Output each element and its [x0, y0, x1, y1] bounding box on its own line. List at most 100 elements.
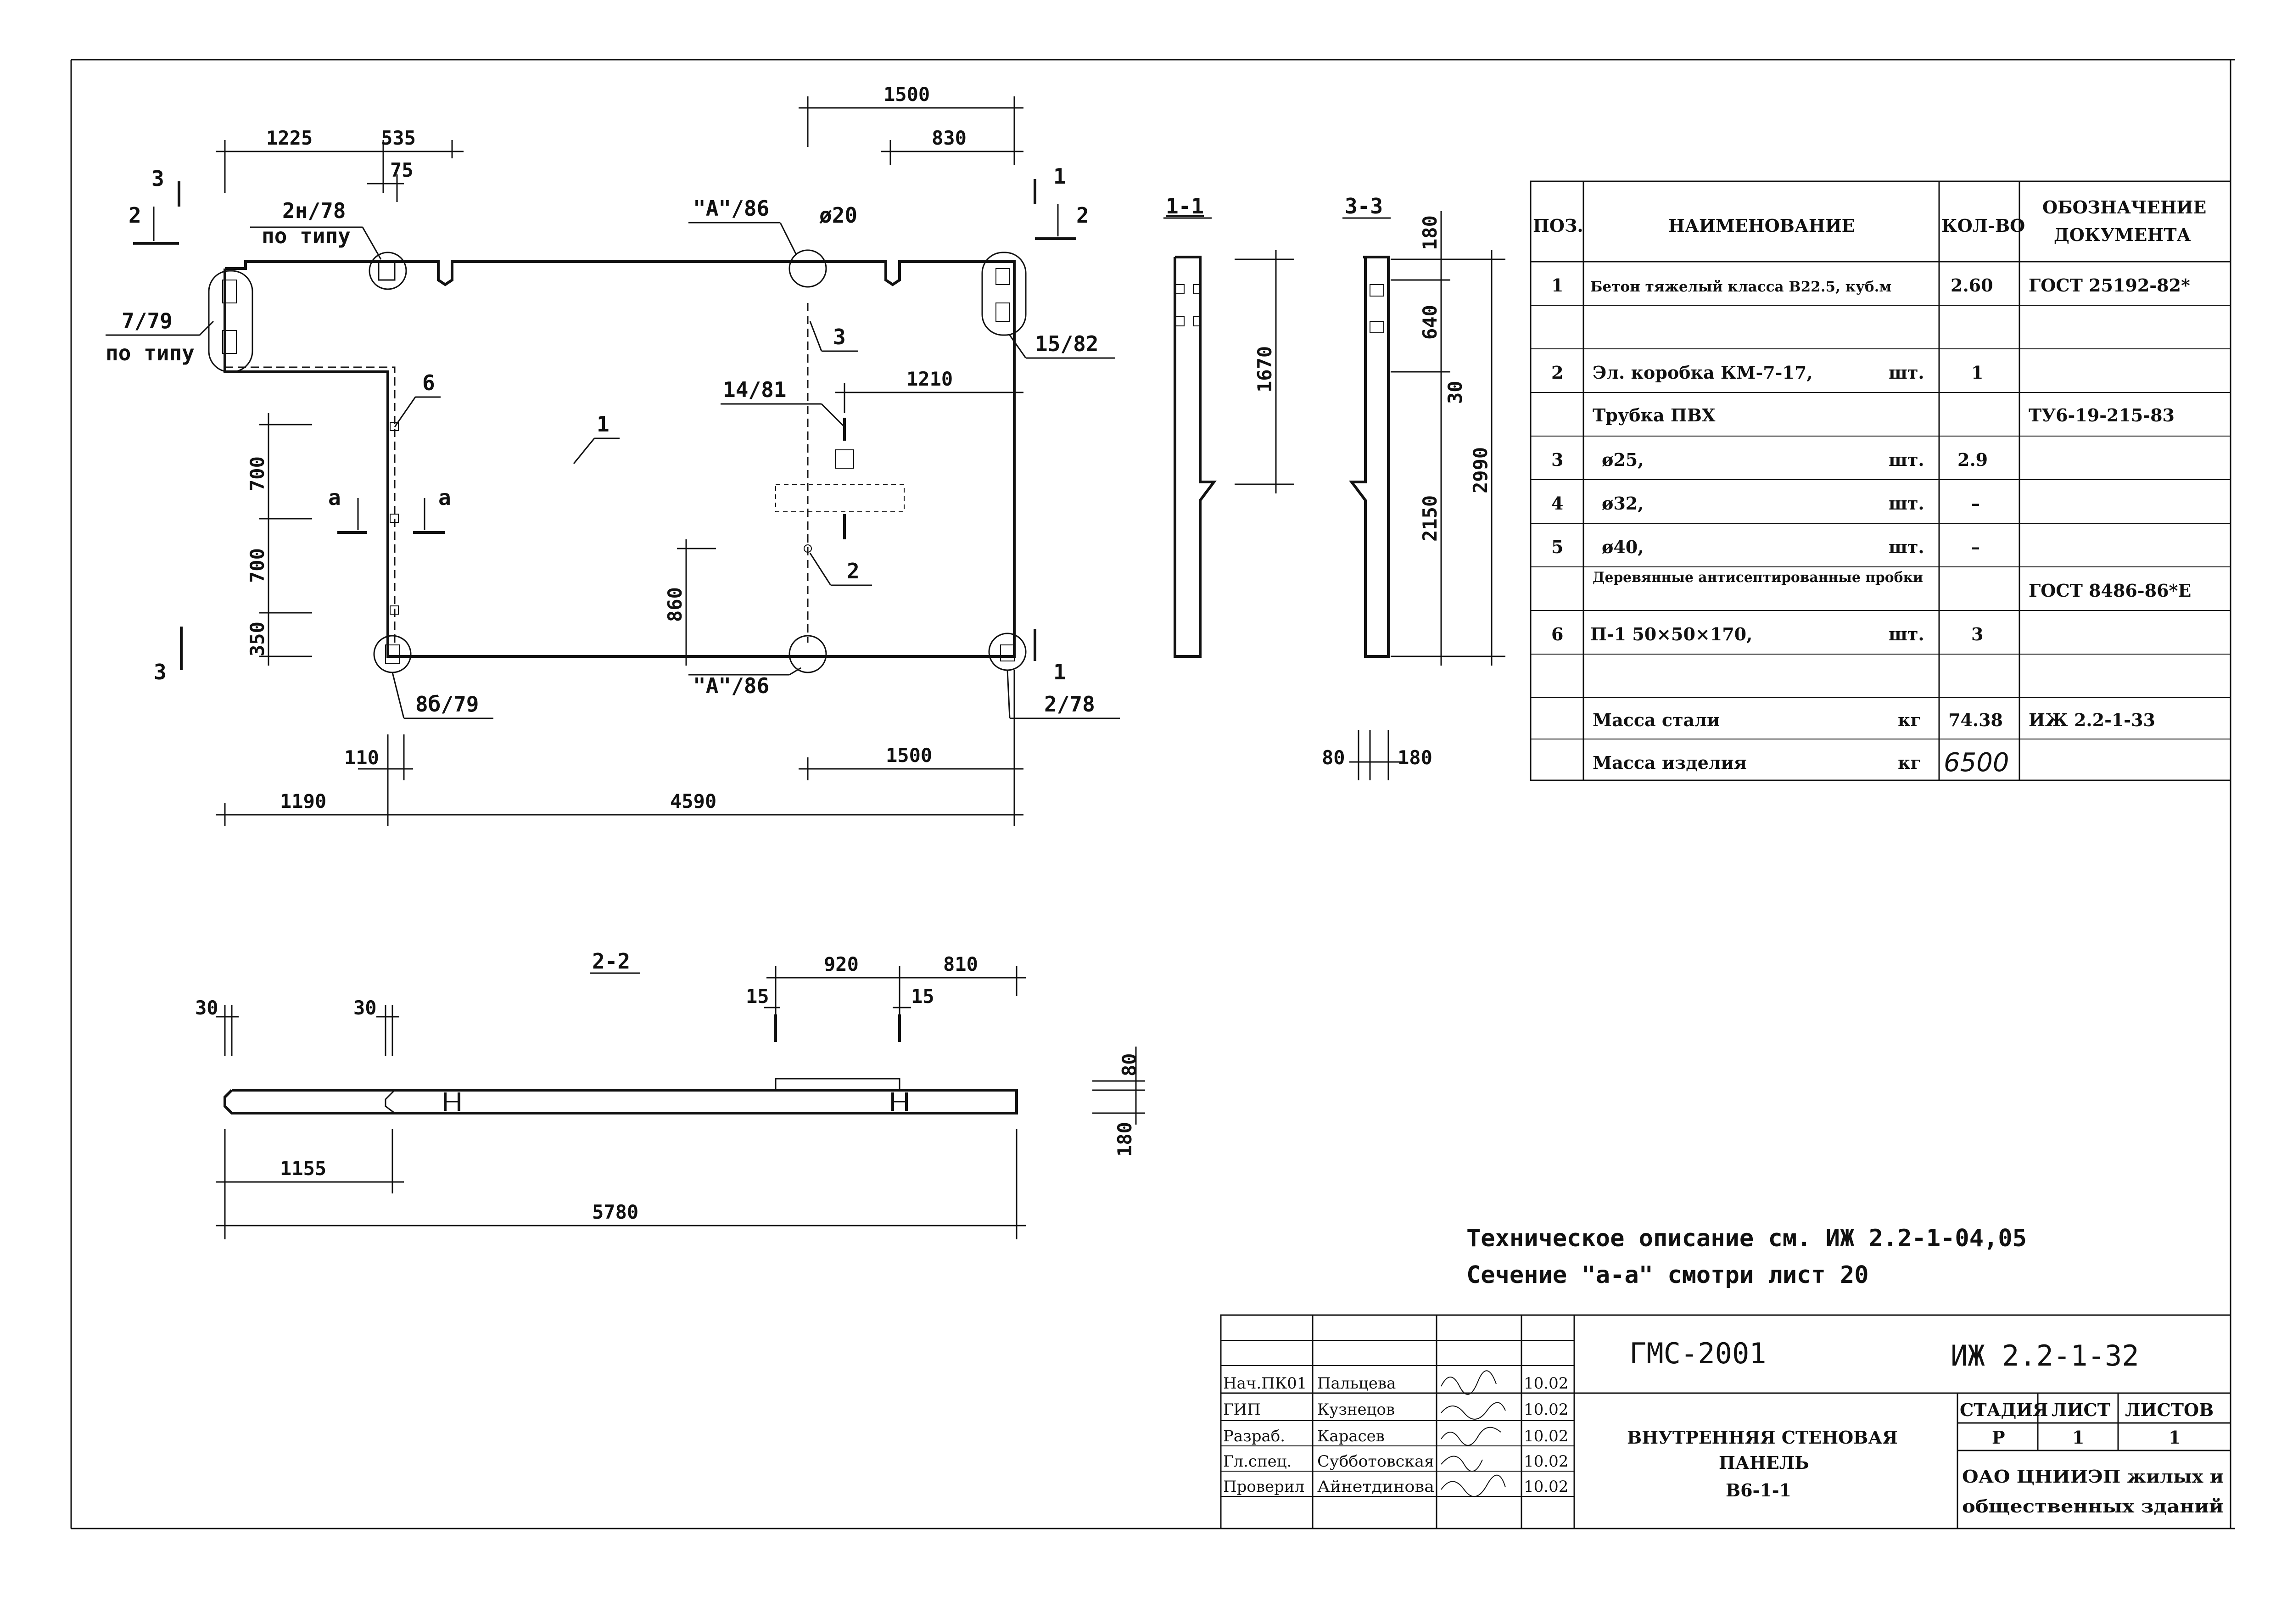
signature-mark: [1441, 1427, 1501, 1446]
row7-doc: ГОСТ 8486-86*Е: [2029, 580, 2191, 601]
signer0-role: Нач.ПК01: [1223, 1374, 1307, 1393]
signer3-date: 10.02: [1524, 1452, 1568, 1471]
row7-name: Деревянные антисептированные пробки: [1593, 569, 1923, 586]
dim-5780: 5780: [592, 1201, 638, 1223]
callout-3: 3: [833, 325, 846, 349]
dim-1500-bot: 1500: [886, 744, 932, 767]
callout-A86-top: "A"/86: [693, 196, 769, 221]
row5-name: ø32,: [1602, 493, 1644, 514]
dim-2-2-30a: 30: [195, 997, 218, 1019]
section-mark-2-left: 2: [129, 203, 141, 228]
row10-unit: кг: [1898, 710, 1921, 730]
dim-2-2-30b: 30: [353, 997, 377, 1019]
section-mark-3-top: 3: [151, 166, 164, 191]
row8-qty: 3: [1971, 624, 1983, 644]
dim-830: 830: [932, 127, 967, 149]
signer3-role: Гл.спец.: [1223, 1452, 1292, 1471]
dim-1500-top: 1500: [883, 83, 930, 106]
row5-unit: шт.: [1889, 493, 1924, 514]
dim-1155: 1155: [280, 1157, 326, 1180]
dim-535: 535: [381, 127, 416, 149]
note-line-2: Сечение "а-а" смотри лист 20: [1466, 1261, 1869, 1289]
row8-unit: шт.: [1889, 624, 1924, 644]
row11-name: Масса изделия: [1593, 752, 1747, 773]
signer2-role: Разраб.: [1223, 1427, 1285, 1445]
signer1-role: ГИП: [1223, 1400, 1261, 1419]
dim-860: 860: [664, 587, 686, 622]
dim-1210: 1210: [906, 368, 953, 390]
row3-doc: ТУ6-19-215-83: [2029, 405, 2175, 426]
dim-2150: 2150: [1419, 495, 1441, 542]
th-name: НАИМЕНОВАНИЕ: [1668, 215, 1855, 236]
row6-qty: –: [1971, 537, 1980, 557]
signer2-date: 10.02: [1524, 1427, 1568, 1445]
section-3-3: 3-3 180 640 30 2150 2990 80 180: [1322, 194, 1505, 780]
dim-3-3-180b: 180: [1398, 746, 1432, 769]
row6-unit: шт.: [1889, 537, 1924, 557]
signer4-name: Айнетдинова: [1317, 1478, 1434, 1496]
dim-1225: 1225: [266, 127, 313, 149]
callout-2n78: 2н/78: [282, 198, 346, 223]
callout-2-78: 2/78: [1044, 692, 1095, 717]
callout-A86-bot: "A"/86: [693, 673, 769, 698]
th-pos: ПОЗ.: [1533, 215, 1583, 236]
section-mark-1-top: 1: [1053, 164, 1066, 189]
dim-15-b: 15: [911, 985, 934, 1008]
signer4-date: 10.02: [1524, 1478, 1568, 1496]
row11-unit: кг: [1898, 752, 1921, 773]
org-line-1: ОАО ЦНИИЭП жилых и: [1962, 1466, 2224, 1487]
section-3-3-title: 3-3: [1345, 194, 1383, 218]
section-1-1-title: 1-1: [1166, 194, 1204, 218]
dim-1670: 1670: [1253, 346, 1276, 392]
dim-3-3-80: 80: [1322, 746, 1345, 769]
dim-110: 110: [344, 746, 379, 769]
row0-name: Бетон тяжелый класса В22.5, куб.м: [1590, 279, 1891, 295]
section-mark-2-right: 2: [1076, 203, 1089, 228]
signer2-name: Карасев: [1317, 1427, 1385, 1445]
signer4-role: Проверил: [1223, 1478, 1304, 1496]
callout-2: 2: [847, 559, 860, 583]
row0-qty: 2.60: [1951, 275, 1993, 296]
signature-mark: [1441, 1370, 1497, 1395]
callout-phi20: ø20: [819, 203, 857, 228]
th-doc-1: ОБОЗНАЧЕНИЕ: [2042, 197, 2206, 218]
callout-6: 6: [422, 370, 435, 395]
note-line-1: Техническое описание см. ИЖ 2.2-1-04,05: [1466, 1225, 2027, 1252]
dim-15-a: 15: [746, 985, 769, 1008]
row2-pos: 2: [1551, 362, 1563, 383]
row6-pos: 5: [1551, 537, 1563, 557]
row2-unit: шт.: [1889, 362, 1924, 383]
dim-700-a: 700: [246, 456, 268, 491]
signer1-name: Кузнецов: [1317, 1400, 1395, 1419]
row4-unit: шт.: [1889, 449, 1924, 470]
dim-920: 920: [824, 953, 859, 975]
row10-name: Масса стали: [1593, 710, 1720, 730]
row0-pos: 1: [1551, 275, 1563, 296]
signer0-name: Пальцева: [1317, 1374, 1396, 1393]
sheet-header: ЛИСТ: [2052, 1400, 2110, 1420]
dim-2990: 2990: [1469, 447, 1492, 493]
callout-1: 1: [597, 412, 609, 437]
row4-pos: 3: [1551, 449, 1563, 470]
signer3-name: Субботовская: [1317, 1452, 1434, 1471]
dim-2-2-180: 180: [1113, 1122, 1136, 1157]
dim-1190: 1190: [280, 790, 326, 812]
callout-circle-A86-bot: [788, 635, 827, 673]
row2-name: Эл. коробка КМ-7-17,: [1593, 362, 1813, 383]
callout-circle-2-78: [988, 633, 1027, 671]
callout-circle-A86-top: [788, 249, 827, 288]
row10-qty: 74.38: [1948, 710, 2003, 730]
sheets-value: 1: [2169, 1427, 2181, 1448]
dim-810: 810: [943, 953, 978, 975]
row8-name: П-1 50×50×170,: [1590, 624, 1752, 644]
row8-pos: 6: [1551, 624, 1563, 644]
stage-value: Р: [1992, 1427, 2005, 1448]
spec-table: ПОЗ. НАИМЕНОВАНИЕ КОЛ-ВО ОБОЗНАЧЕНИЕ ДОК…: [1530, 180, 2231, 781]
row4-name: ø25,: [1602, 449, 1644, 470]
callout-oval-15-82: [981, 252, 1027, 336]
callout-po-tipu-2: по типу: [106, 341, 195, 365]
title-block: Нач.ПК01 Пальцева 10.02 ГИП Кузнецов 10.…: [1220, 1314, 2231, 1529]
signature-mark: [1441, 1474, 1506, 1497]
signer0-date: 10.02: [1524, 1374, 1568, 1393]
dim-75: 75: [390, 159, 414, 181]
